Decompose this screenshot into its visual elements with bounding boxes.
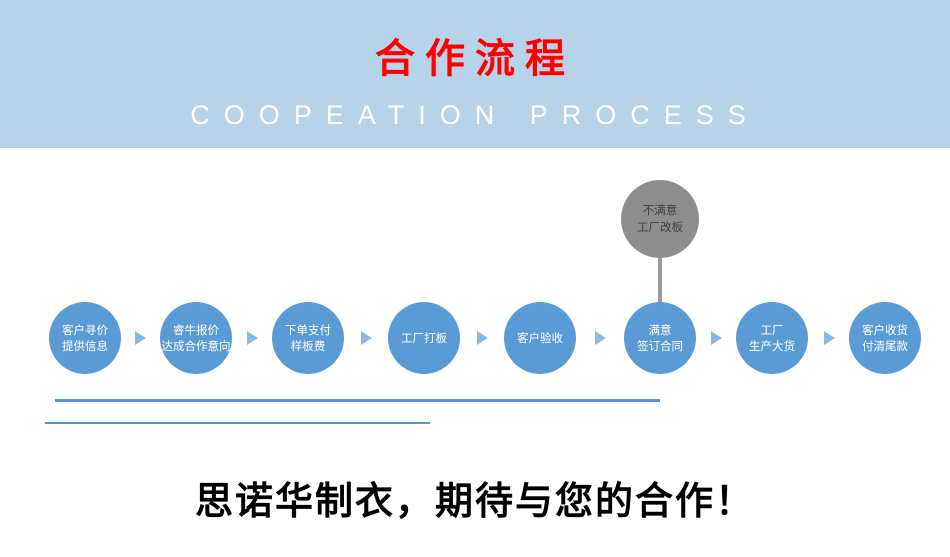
arrow-right-icon — [711, 331, 722, 345]
arrow-right-icon — [247, 331, 258, 345]
flow-step-2: 睿牛报价 达成合作意向 — [160, 302, 232, 374]
flow-step-1-label-line2: 提供信息 — [62, 339, 108, 353]
flow-step-6: 满意 签订合同 — [624, 302, 696, 374]
flow-step-6-label-line1: 满意 — [648, 323, 672, 337]
flow-step-6-label-line2: 签订合同 — [637, 339, 683, 353]
flow-step-7: 工厂 生产大货 — [736, 302, 808, 374]
flow-branch-label-line2: 工厂改板 — [637, 220, 683, 234]
flow-step-7-label-line1: 工厂 — [760, 323, 784, 337]
flow-step-8-label-line2: 付清尾款 — [862, 339, 908, 353]
banner: 合作流程 COOPEATION PROCESS — [0, 0, 950, 148]
underline-2 — [45, 422, 430, 424]
flow-diagram: 不满意 工厂改板 客户寻价 提供信息 睿牛报价 达成合作意向 下单支付 样板费 … — [0, 148, 950, 448]
arrow-right-icon — [824, 331, 835, 345]
flow-branch-node: 不满意 工厂改板 — [621, 180, 699, 258]
arrow-right-icon — [361, 331, 372, 345]
flow-step-3: 下单支付 样板费 — [272, 302, 344, 374]
banner-title: 合作流程 — [375, 36, 575, 82]
arrow-right-icon — [595, 331, 606, 345]
flow-branch-label-line1: 不满意 — [642, 203, 678, 217]
flow-step-5-label-line1: 客户验收 — [517, 331, 563, 345]
branch-connector-line — [658, 258, 662, 302]
banner-subtitle: COOPEATION PROCESS — [190, 100, 760, 130]
arrow-right-icon — [135, 331, 146, 345]
flow-step-8-label-line1: 客户收货 — [862, 323, 908, 337]
flow-step-3-label-line2: 样板费 — [290, 339, 326, 353]
flow-step-4-label-line1: 工厂打板 — [401, 331, 447, 345]
flow-step-2-label-line2: 达成合作意向 — [161, 339, 231, 353]
flow-step-1: 客户寻价 提供信息 — [49, 302, 121, 374]
flow-step-5: 客户验收 — [504, 302, 576, 374]
flow-step-3-label-line1: 下单支付 — [285, 323, 331, 337]
footer-slogan: 思诺华制衣，期待与您的合作！ — [194, 478, 755, 523]
flow-step-2-label-line1: 睿牛报价 — [173, 323, 219, 337]
underline-1 — [55, 399, 660, 402]
arrow-right-icon — [477, 331, 488, 345]
flow-step-8: 客户收货 付清尾款 — [849, 302, 921, 374]
flow-step-1-label-line1: 客户寻价 — [62, 323, 108, 337]
flow-step-7-label-line2: 生产大货 — [749, 339, 795, 353]
flow-step-4: 工厂打板 — [388, 302, 460, 374]
